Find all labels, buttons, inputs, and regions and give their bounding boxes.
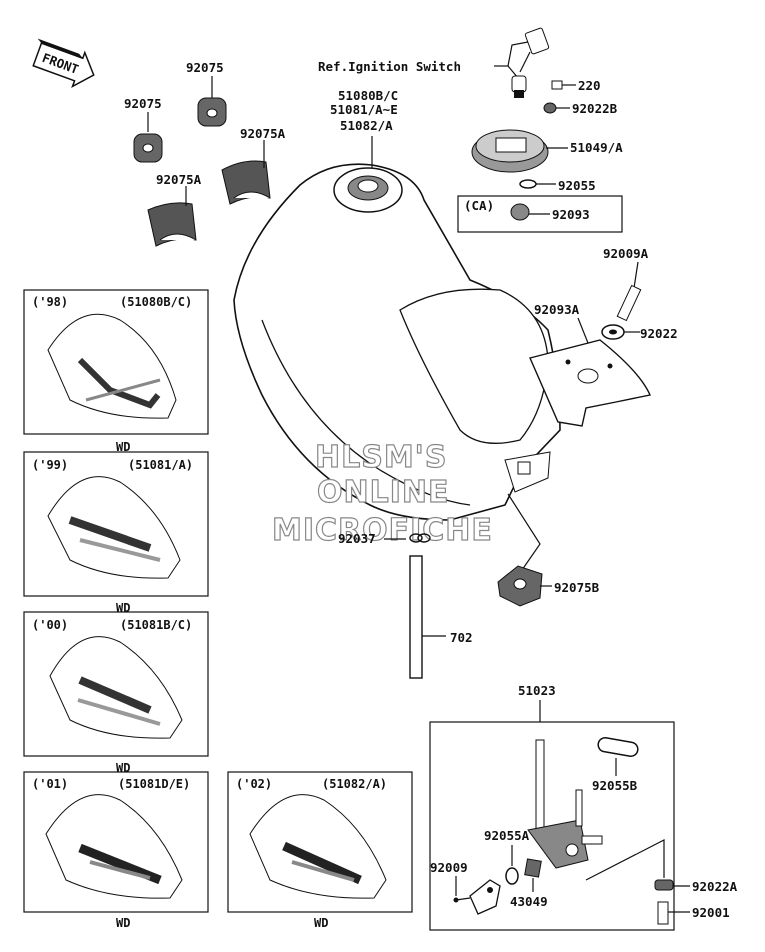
label-51049A: 51049/A [570, 140, 623, 155]
watermark-line-2: ONLINE [317, 475, 450, 510]
variant-year: ('98) [32, 295, 68, 309]
variant-box-00: ('00) (51081B/C) WD [23, 611, 209, 775]
label-92055: 92055 [558, 178, 596, 193]
screw-92009 [453, 897, 471, 903]
lever-plate [469, 879, 501, 915]
hose-702 [409, 555, 423, 679]
variant-part: (51081/A) [128, 458, 193, 472]
tank-part-3: 51082/A [340, 118, 393, 133]
washer-92022 [601, 324, 640, 340]
washer-92022B [543, 102, 570, 114]
damper-92075-right [197, 97, 227, 127]
watermark-line-3: MICROFICHE [272, 513, 493, 548]
variant-note: WD [116, 916, 130, 930]
variant-year: ('01) [32, 777, 68, 791]
label-92075-b: 92075 [186, 60, 224, 75]
variant-part: (51082/A) [322, 777, 387, 791]
label-92075A-b: 92075A [156, 172, 202, 187]
variant-year: ('02) [236, 777, 272, 791]
variant-box-98: ('98) (51080B/C) WD [23, 289, 209, 454]
fuel-tap-box [429, 721, 675, 931]
variant-year: ('99) [32, 458, 68, 472]
variant-part: (51080B/C) [120, 295, 192, 309]
ca-label: (CA) [464, 198, 494, 213]
screen-43049 [524, 858, 542, 892]
variant-note: WD [116, 440, 130, 454]
cushion-92075A-left [147, 202, 197, 247]
oring-92055A [505, 845, 519, 885]
variant-part: (51081B/C) [120, 618, 192, 632]
variant-note: WD [116, 761, 130, 775]
oring-92055 [519, 179, 556, 189]
tank-part-2: 51081/A~E [330, 102, 398, 117]
variant-part: (51081D/E) [118, 777, 190, 791]
gasket-92055B [597, 736, 639, 776]
label-92093A: 92093A [534, 302, 580, 317]
label-92055B: 92055B [592, 778, 638, 793]
label-92001: 92001 [692, 905, 730, 920]
cap-92093 [510, 203, 550, 221]
fuel-cap-51049A [471, 129, 568, 173]
label-43049: 43049 [510, 894, 548, 909]
label-92055A: 92055A [484, 828, 530, 843]
label-92093: 92093 [552, 207, 590, 222]
variant-box-02: ('02) (51082/A) WD [227, 771, 413, 930]
label-92075A-a: 92075A [240, 126, 286, 141]
bolt-92001 [657, 901, 690, 925]
label-220: 220 [578, 78, 601, 93]
label-92037: 92037 [338, 531, 376, 546]
label-702: 702 [450, 630, 473, 645]
damper-92075B [497, 565, 543, 607]
ref-ignition-switch: Ref.Ignition Switch [318, 59, 461, 74]
fuel-tap-51023 [527, 739, 603, 869]
damper-92075-left [133, 133, 163, 163]
washer-92022A [654, 879, 690, 891]
bracket-plate [529, 339, 651, 427]
key-icon [494, 27, 550, 98]
tank-part-1: 51080B/C [338, 88, 398, 103]
front-arrow-icon: FRONT [32, 38, 95, 89]
bolt-92009A [616, 284, 642, 322]
clip-92037 [409, 533, 431, 543]
fuel-tank [233, 163, 561, 521]
label-92075-a: 92075 [124, 96, 162, 111]
variant-note: WD [314, 916, 328, 930]
variant-note: WD [116, 601, 130, 615]
watermark-line-1: HLSM'S [315, 440, 447, 475]
label-92009: 92009 [430, 860, 468, 875]
variant-box-99: ('99) (51081/A) WD [23, 451, 209, 615]
cushion-92075A-right [221, 160, 271, 205]
ca-box [457, 195, 623, 233]
screw-220 [551, 80, 576, 90]
label-92022: 92022 [640, 326, 678, 341]
variant-year: ('00) [32, 618, 68, 632]
label-92022B: 92022B [572, 101, 618, 116]
variant-box-01: ('01) (51081D/E) WD [23, 771, 209, 930]
label-92075B: 92075B [554, 580, 600, 595]
label-51023: 51023 [518, 683, 556, 698]
label-92022A: 92022A [692, 879, 738, 894]
label-92009A: 92009A [603, 246, 649, 261]
